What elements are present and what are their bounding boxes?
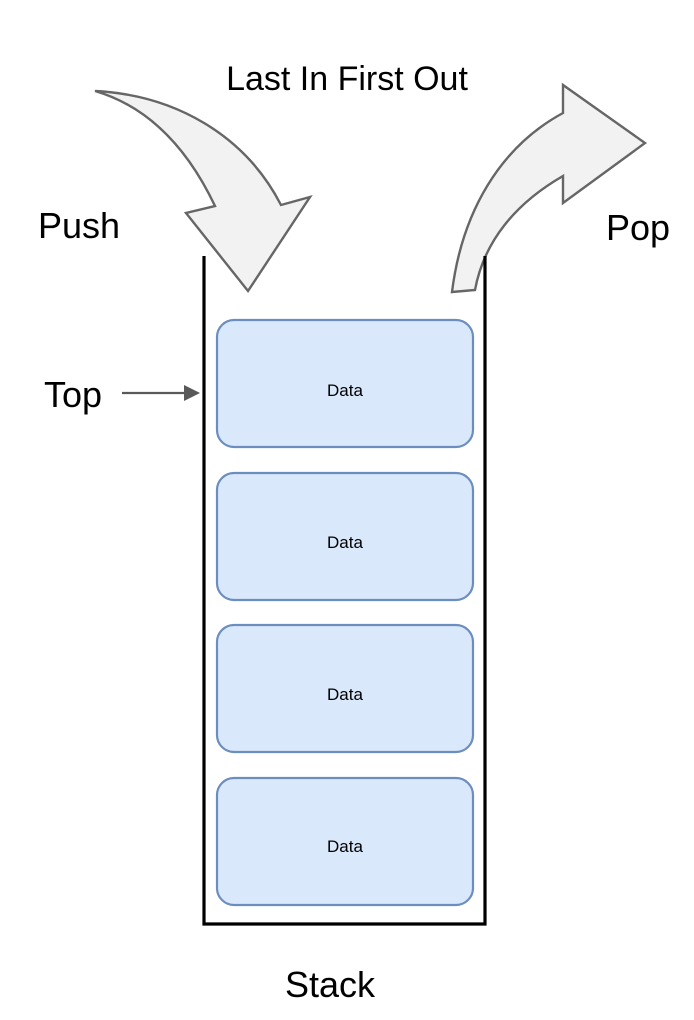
stack-cell-label: Data (327, 837, 363, 856)
stack-cell-label: Data (327, 533, 363, 552)
stack-cell-label: Data (327, 381, 363, 400)
stack-cell-rect[interactable] (215, 623, 475, 754)
stack-cell-2[interactable]: Data (215, 471, 475, 602)
push-arrow-icon (94, 89, 313, 294)
stack-cell-label: Data (327, 685, 363, 704)
stack-cell-4[interactable]: Data (215, 776, 475, 907)
diagram-title: Last In First Out (226, 60, 468, 98)
stack-caption: Stack (285, 964, 376, 1005)
stack-cell-3[interactable]: Data (215, 623, 475, 754)
pop-arrow-icon (450, 82, 648, 294)
pop-label: Pop (606, 207, 670, 248)
right-arrow-icon (122, 385, 200, 401)
push-label: Push (38, 205, 120, 246)
stack-cell-rect[interactable] (215, 471, 475, 602)
top-label: Top (44, 374, 102, 415)
stack-cell-rect[interactable] (215, 318, 475, 449)
stack-cell-rect[interactable] (215, 776, 475, 907)
stack-cell-1[interactable]: Data (215, 318, 475, 449)
stack-container-walls (202, 256, 487, 926)
